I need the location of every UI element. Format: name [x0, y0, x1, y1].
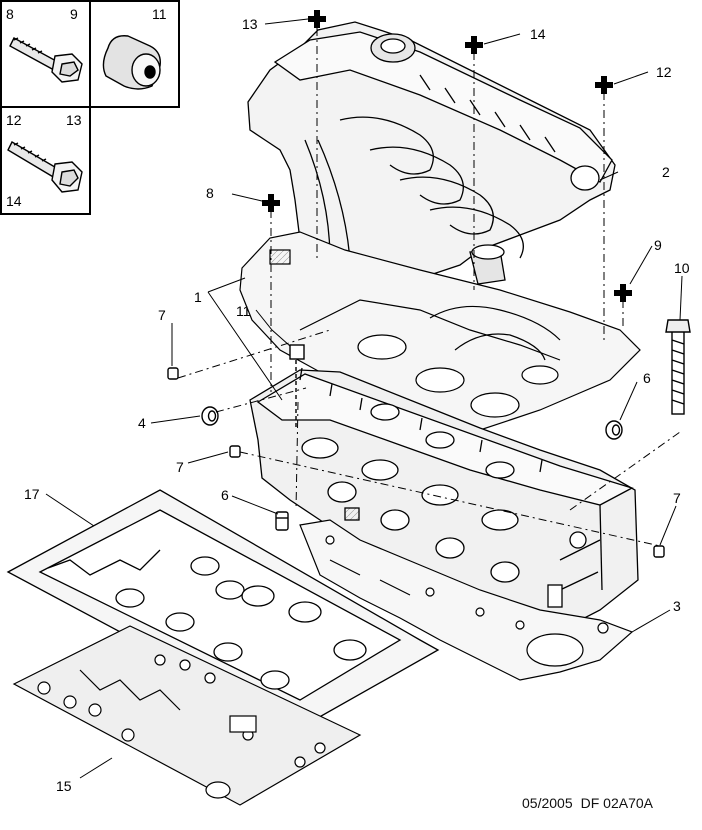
footer-reference: DF 02A70A [580, 795, 653, 811]
short-screw-icon [9, 37, 83, 83]
bolt-position-markers [262, 10, 632, 302]
callout-14: 14 [530, 26, 546, 42]
callout-2: 2 [662, 164, 670, 180]
stud-11 [289, 344, 305, 430]
gasket-set-upper [6, 489, 440, 729]
callout-12: 12 [656, 64, 672, 80]
callout-7-c: 7 [673, 490, 681, 506]
o-ring-4 [201, 406, 219, 426]
inset-label-9: 9 [70, 6, 78, 22]
callout-15: 15 [56, 778, 72, 794]
callout-9: 9 [654, 237, 662, 253]
callout-1: 1 [194, 289, 202, 305]
head-gasket [299, 519, 634, 681]
plus-marker-13 [308, 10, 326, 28]
callout-17: 17 [24, 486, 40, 502]
gasket-set-lower [12, 625, 362, 806]
inset-box-screw-12-13-14 [0, 106, 91, 215]
seal-7-c [653, 545, 665, 558]
callout-7-b: 7 [176, 459, 184, 475]
long-screw-icon [7, 141, 83, 193]
callout-13: 13 [242, 16, 258, 32]
callout-labels: 13 14 12 2 8 9 10 1 11 7 4 6 7 6 17 7 3 … [24, 16, 690, 794]
callout-3: 3 [673, 598, 681, 614]
seal-7-a [167, 367, 179, 380]
plus-marker-8 [262, 194, 280, 212]
figure-footer: 05/2005 DF 02A70A [522, 795, 661, 811]
callout-7-a: 7 [158, 307, 166, 323]
seal-7-b [229, 445, 241, 458]
leader-lines [45, 18, 683, 779]
inset-panel [0, 0, 180, 215]
plus-marker-12 [595, 76, 613, 94]
callout-10: 10 [674, 260, 690, 276]
plus-marker-9 [614, 284, 632, 302]
inset-label-12: 12 [6, 112, 22, 128]
dowel-6 [275, 511, 289, 531]
long-bolt-10 [665, 319, 691, 415]
inset-box-cap-11 [89, 0, 180, 108]
plus-marker-14 [465, 36, 483, 54]
footer-date: 05/2005 [522, 795, 573, 811]
inset-label-11: 11 [152, 6, 167, 22]
o-ring-5 [605, 420, 623, 440]
rubber-cap-icon [102, 35, 161, 90]
inset-label-8: 8 [6, 6, 14, 22]
callout-11: 11 [236, 303, 251, 319]
inset-label-14: 14 [6, 193, 22, 209]
cylinder-head [249, 367, 639, 641]
inset-label-13: 13 [66, 112, 82, 128]
alignment-lines [177, 28, 681, 547]
callout-8: 8 [206, 185, 214, 201]
callout-6: 6 [221, 487, 229, 503]
callout-5: 6 [643, 370, 651, 386]
callout-4: 4 [138, 415, 146, 431]
